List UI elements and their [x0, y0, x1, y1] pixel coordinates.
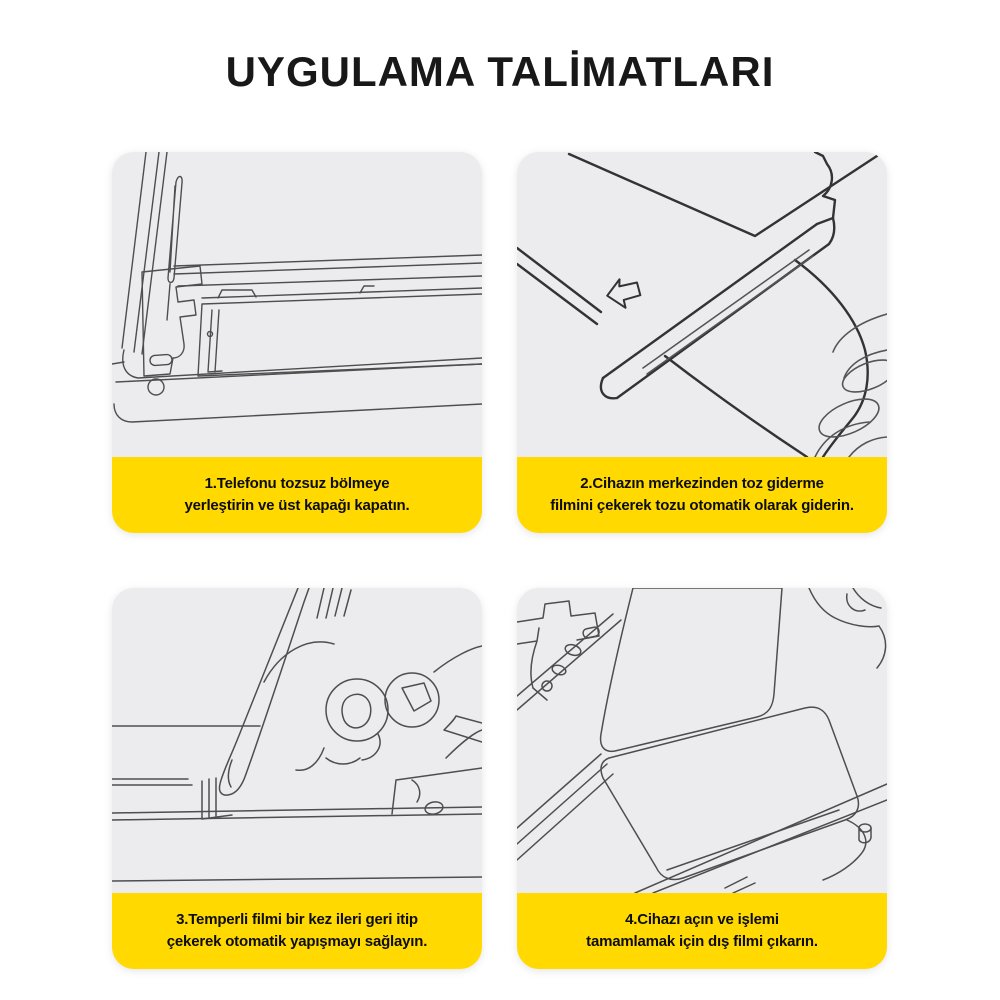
step-2-caption-line-1: 2.Cihazın merkezinden toz giderme — [580, 475, 824, 492]
step-3-caption: 3.Temperli filmi bir kez ileri geri itip… — [112, 893, 482, 969]
push-tab-drawing — [112, 588, 482, 882]
slot-lines — [642, 249, 814, 375]
step-1-caption: 1.Telefonu tozsuz bölmeye yerleştirin ve… — [112, 457, 482, 533]
film-edge — [201, 285, 482, 299]
curled-finger-2-inner — [401, 682, 432, 712]
left-outer-edges — [517, 246, 603, 326]
peel-film-drawing — [517, 588, 887, 893]
phone-edge-highlight — [666, 809, 840, 871]
step-1-caption-line-2: yerleştirin ve üst kapağı kapatın. — [184, 497, 410, 514]
bottom-hatches — [724, 876, 756, 893]
film-strip-right-edge — [793, 258, 869, 457]
hand — [218, 588, 482, 796]
top-right-curves — [808, 588, 887, 669]
page-title: UYGULAMA TALİMATLARI — [225, 48, 775, 95]
slab-front-rim — [601, 222, 819, 380]
top-rails — [173, 254, 482, 287]
hinge-bracket — [141, 265, 203, 377]
bracket-hole — [147, 378, 165, 396]
step-3-caption-line-2: çekerek otomatik yapışmayı sağlayın. — [166, 933, 428, 950]
step-4-caption: 4.Cihazı açın ve işlemi tamamlamak için … — [517, 893, 887, 969]
hinge-bracket — [517, 600, 600, 701]
step-2-caption-line-2: filmini çekerek tozu otomatik olarak gid… — [550, 497, 854, 514]
step-3-caption-line-1: 3.Temperli filmi bir kez ileri geri itip — [176, 911, 418, 928]
right-edge-segment — [391, 767, 482, 815]
lid-recessed-panel — [567, 152, 885, 238]
direction-arrow-icon — [606, 278, 642, 309]
step-4-card: 4.Cihazı açın ve işlemi tamamlamak için … — [517, 588, 887, 969]
right-end-notch — [813, 152, 837, 226]
step-1-card: 1.Telefonu tozsuz bölmeye yerleştirin ve… — [112, 152, 482, 533]
curled-finger-1-inner — [341, 693, 372, 729]
open-tray-drawing — [112, 152, 482, 423]
instruction-grid: 1.Telefonu tozsuz bölmeye yerleştirin ve… — [112, 152, 887, 969]
step-2-caption: 2.Cihazın merkezinden toz giderme filmin… — [517, 457, 887, 533]
slab-front-bottom — [599, 216, 836, 400]
curled-finger-1 — [325, 678, 389, 742]
pull-film-drawing — [517, 152, 887, 457]
hand-top-hatches — [316, 588, 352, 619]
hand-outline — [263, 641, 482, 772]
step-4-illustration — [517, 588, 887, 893]
standing-film-sheet — [599, 588, 783, 753]
step-2-card: 2.Cihazın merkezinden toz giderme filmin… — [517, 152, 887, 533]
lifter-lever — [166, 175, 183, 321]
pin-dot — [206, 330, 214, 338]
device-back-edge — [112, 715, 482, 743]
hand-fingers — [814, 313, 887, 457]
tray-inner — [197, 293, 482, 377]
step-2-illustration — [517, 152, 887, 457]
step-3-illustration — [112, 588, 482, 893]
pin — [858, 823, 872, 844]
curled-finger-2 — [384, 672, 440, 728]
film-strip-left-edge — [663, 354, 809, 457]
step-4-caption-line-2: tamamlamak için dış filmi çıkarın. — [586, 933, 818, 950]
step-3-card: 3.Temperli filmi bir kez ileri geri itip… — [112, 588, 482, 969]
tab-slot — [201, 777, 233, 820]
bracket-slot — [149, 353, 173, 367]
finger-nail — [227, 759, 233, 788]
near-rails — [517, 753, 887, 893]
step-1-illustration — [112, 152, 482, 457]
step-1-caption-line-1: 1.Telefonu tozsuz bölmeye — [204, 475, 390, 492]
device-mid-lines — [112, 778, 482, 882]
index-finger — [218, 588, 310, 796]
vertical-bar — [207, 309, 223, 373]
lid-edge-lines — [121, 152, 168, 355]
right-dot — [424, 801, 444, 815]
far-rails — [517, 613, 622, 711]
tray-outer — [112, 349, 482, 423]
step-4-caption-line-1: 4.Cihazı açın ve işlemi — [625, 911, 779, 928]
